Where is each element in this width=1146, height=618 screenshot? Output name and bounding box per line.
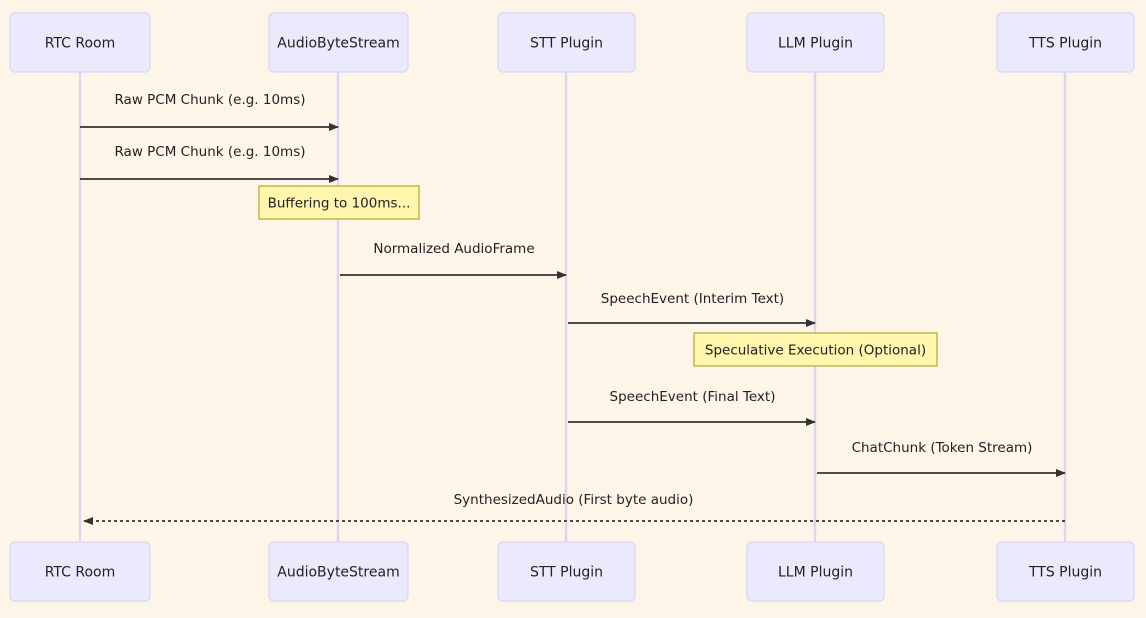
- actor-box-rtc[interactable]: [9, 12, 151, 73]
- messages-group: Raw PCM Chunk (e.g. 10ms) Raw PCM Chunk (…: [80, 92, 1066, 525]
- actor-box-stt[interactable]: [497, 541, 636, 602]
- actor-label-stt: STT Plugin: [530, 565, 603, 581]
- message-label-m5: SpeechEvent (Final Text): [610, 389, 776, 405]
- message-label-m2: Raw PCM Chunk (e.g. 10ms): [114, 144, 305, 160]
- message-label-m1: Raw PCM Chunk (e.g. 10ms): [114, 92, 305, 108]
- actor-box-tts[interactable]: [996, 541, 1135, 602]
- message-label-m6: ChatChunk (Token Stream): [852, 440, 1033, 456]
- actor-box-abs[interactable]: [268, 12, 409, 73]
- message-label-m4: SpeechEvent (Interim Text): [601, 291, 784, 307]
- actor-footer-abs[interactable]: AudioByteStream: [268, 541, 409, 602]
- note-n2[interactable]: Speculative Execution (Optional): [693, 332, 938, 367]
- actor-header-llm[interactable]: LLM Plugin: [746, 12, 885, 73]
- note-box-n1[interactable]: [258, 185, 420, 220]
- actor-label-rtc: RTC Room: [45, 565, 116, 581]
- notes-group: Buffering to 100ms... Speculative Executi…: [258, 185, 938, 367]
- actor-box-rtc[interactable]: [9, 541, 151, 602]
- actor-label-llm: LLM Plugin: [778, 36, 853, 52]
- actor-label-tts: TTS Plugin: [1028, 565, 1102, 581]
- actor-header-tts[interactable]: TTS Plugin: [996, 12, 1135, 73]
- note-box-n2[interactable]: [693, 332, 938, 367]
- actor-footer-tts[interactable]: TTS Plugin: [996, 541, 1135, 602]
- message-m6: ChatChunk (Token Stream): [817, 440, 1066, 477]
- actor-label-rtc: RTC Room: [45, 36, 116, 52]
- actor-label-stt: STT Plugin: [530, 36, 603, 52]
- message-m3: Normalized AudioFrame: [340, 241, 567, 279]
- actor-header-abs[interactable]: AudioByteStream: [268, 12, 409, 73]
- message-m2: Raw PCM Chunk (e.g. 10ms): [80, 144, 339, 183]
- message-m1: Raw PCM Chunk (e.g. 10ms): [80, 92, 339, 131]
- actor-box-abs[interactable]: [268, 541, 409, 602]
- note-label-n1: Buffering to 100ms...: [268, 196, 411, 212]
- actor-headers-group: RTC Room AudioByteStream STT Plugin LLM Plu…: [9, 12, 1135, 73]
- actor-box-tts[interactable]: [996, 12, 1135, 73]
- actor-footer-rtc[interactable]: RTC Room: [9, 541, 151, 602]
- actor-label-tts: TTS Plugin: [1028, 36, 1102, 52]
- actor-label-abs: AudioByteStream: [277, 36, 399, 52]
- lifelines-group: [78, 72, 1067, 542]
- actor-box-stt[interactable]: [497, 12, 636, 73]
- note-n1[interactable]: Buffering to 100ms...: [258, 185, 420, 220]
- actor-header-stt[interactable]: STT Plugin: [497, 12, 636, 73]
- message-label-m3: Normalized AudioFrame: [373, 241, 534, 257]
- message-label-m7: SynthesizedAudio (First byte audio): [454, 492, 694, 508]
- message-m7: SynthesizedAudio (First byte audio): [83, 492, 1065, 525]
- message-m4: SpeechEvent (Interim Text): [568, 291, 816, 327]
- actor-footer-stt[interactable]: STT Plugin: [497, 541, 636, 602]
- actor-box-llm[interactable]: [746, 541, 885, 602]
- actor-footer-llm[interactable]: LLM Plugin: [746, 541, 885, 602]
- note-label-n2: Speculative Execution (Optional): [705, 343, 926, 359]
- actor-box-llm[interactable]: [746, 12, 885, 73]
- actor-footers-group: RTC Room AudioByteStream STT Plugin LLM Plu…: [9, 541, 1135, 602]
- actor-label-llm: LLM Plugin: [778, 565, 853, 581]
- actor-header-rtc[interactable]: RTC Room: [9, 12, 151, 73]
- message-m5: SpeechEvent (Final Text): [568, 389, 816, 426]
- actor-label-abs: AudioByteStream: [277, 565, 399, 581]
